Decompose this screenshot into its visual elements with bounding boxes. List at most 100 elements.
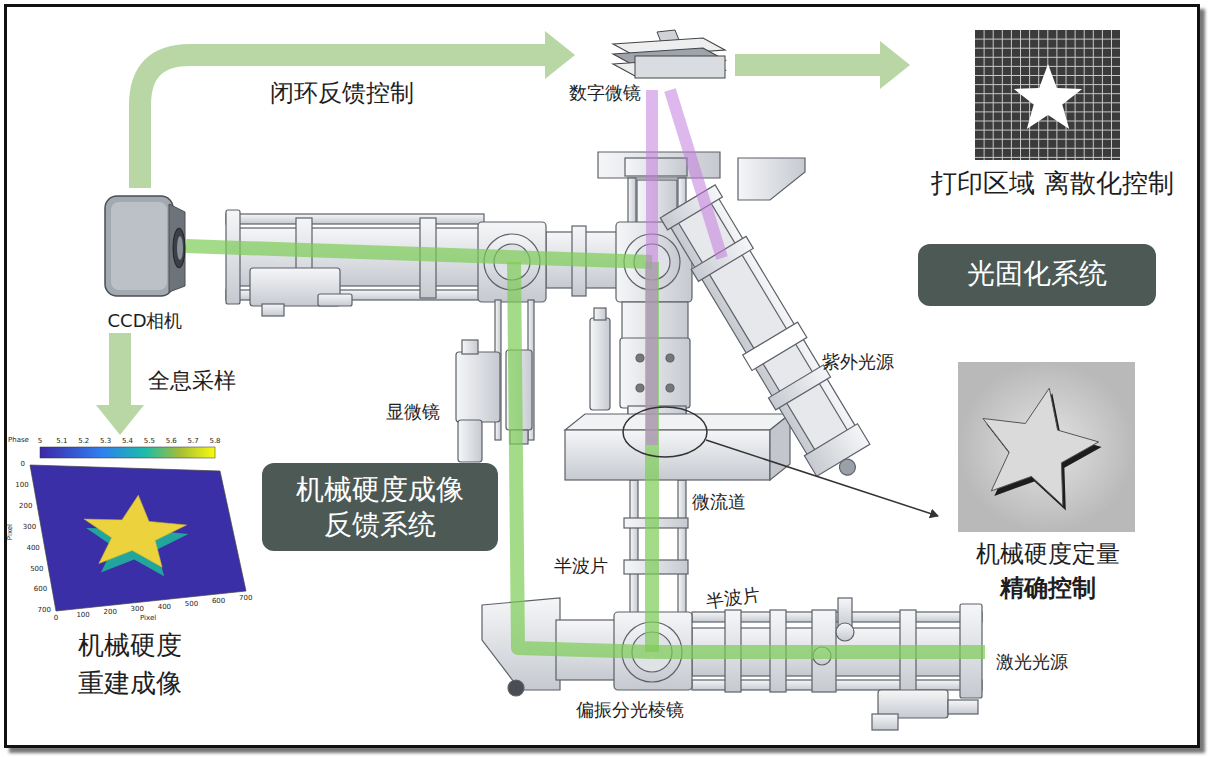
part-label: 紫外光源: [822, 352, 894, 373]
laser-beam: [186, 246, 985, 652]
bottom-rail: [482, 598, 982, 730]
axis-tick: 5.7: [183, 437, 203, 445]
uv-light-source: [674, 196, 856, 464]
digital-micromirror: [575, 28, 735, 88]
node-label: 机械硬度 重建成像: [50, 627, 210, 702]
axis-tick: 400: [154, 603, 174, 611]
microfluidic-chip: [770, 414, 790, 480]
print-area: [1093, 30, 1094, 160]
axis-tick: 5: [30, 437, 50, 445]
vertical-tower: [666, 354, 674, 362]
axis-tick: 0: [3, 460, 25, 468]
axis-tick: 5.4: [118, 437, 138, 445]
axis-tick: 5.2: [74, 437, 94, 445]
flow-arrow: [96, 333, 144, 435]
axis-tick: 5.6: [161, 437, 181, 445]
reconstruction-plot: 机械硬度 重建成像: [10, 435, 250, 700]
flow-arrow: [140, 31, 575, 188]
axis-tick: 0: [46, 614, 66, 622]
axis-tick: 300: [14, 523, 36, 531]
print-area: [975, 30, 1120, 160]
vertical-tower: [678, 480, 686, 615]
part-label: 半波片: [554, 556, 608, 577]
uv-light-source: [743, 322, 807, 370]
uv-beam: [670, 90, 722, 258]
axis-tick: 100: [73, 611, 93, 619]
top-rail: [226, 210, 484, 316]
node-label: 机械硬度定量: [940, 540, 1155, 569]
zoom-callout: [623, 407, 707, 457]
vertical-tower: [738, 158, 805, 200]
ccd-camera: [105, 196, 173, 296]
zoom-callout: [623, 407, 938, 516]
node-label: 精确控制: [940, 574, 1155, 603]
microfluidic-chip: [565, 430, 770, 480]
axis-tick: 300: [127, 605, 147, 613]
part-label: 激光光源: [996, 652, 1068, 673]
uv-light-source: [836, 456, 858, 478]
part-label: 微流道: [692, 492, 746, 513]
print-area: [975, 39, 1120, 40]
ccd-camera: [95, 188, 195, 303]
part-label: 偏振分光棱镜: [576, 700, 684, 721]
axis-tick: Pixel: [140, 614, 156, 622]
uv-light-source: [768, 365, 830, 410]
part-label: 显微镜: [386, 402, 440, 423]
axis-tick: 5.8: [205, 437, 225, 445]
ccd-camera: [173, 228, 185, 268]
print-area: [984, 30, 985, 160]
hardness-photo: [983, 388, 1099, 505]
arrow-shaft: [735, 54, 882, 76]
arrow-shaft: [140, 55, 547, 188]
uv-beam: [646, 90, 658, 445]
vertical-tower: [636, 384, 644, 392]
axis-tick: 5.1: [52, 437, 72, 445]
print-area: [910, 28, 1195, 163]
node-label: 打印区域 离散化控制: [910, 168, 1195, 199]
system-box: 机械硬度成像 反馈系统: [262, 463, 498, 551]
laser-beam: [186, 246, 652, 262]
vertical-tower: [636, 354, 644, 362]
arrow-head: [545, 31, 575, 79]
axis-tick: 700: [236, 594, 256, 602]
microscope: [458, 420, 482, 462]
ccd-camera: CCD相机: [95, 188, 195, 333]
uv-beam: [652, 90, 722, 445]
print-area: [1084, 30, 1085, 160]
print-area: [1014, 64, 1082, 129]
laser-beam: [652, 645, 985, 659]
print-area: [1111, 30, 1112, 160]
hardness-photo: 机械硬度定量精确控制: [940, 360, 1155, 605]
part-label: 半波片: [705, 584, 761, 612]
uv-light-source: [804, 424, 870, 477]
system-box: 光固化系统: [918, 244, 1156, 306]
print-area: [975, 48, 1120, 49]
axis-tick: 5.3: [96, 437, 116, 445]
edge-label: 全息采样: [148, 368, 258, 393]
bottom-rail: [872, 714, 898, 730]
axis-tick: 600: [25, 585, 47, 593]
microscope: [456, 352, 500, 422]
uv-light-source: [664, 187, 867, 473]
reconstruction-plot: [40, 447, 215, 458]
axis-tick: 500: [22, 565, 44, 573]
reconstruction-plot: [84, 495, 186, 567]
node-label: CCD相机: [85, 310, 205, 332]
reconstruction-plot: [30, 465, 246, 611]
ccd-camera: [111, 202, 167, 290]
bottom-rail: [948, 700, 978, 714]
vertical-tower: [630, 480, 638, 615]
hardness-photo: [940, 360, 1155, 535]
top-rail: [262, 304, 284, 316]
arrow-shaft: [109, 333, 131, 407]
axis-tick: 200: [10, 502, 32, 510]
node-label: 数字微镜: [553, 82, 657, 104]
axis-tick: 5.5: [139, 437, 159, 445]
bottom-rail: [508, 680, 524, 696]
print-area: [975, 139, 1120, 140]
print-area: 打印区域 离散化控制: [910, 28, 1195, 210]
microfluidic-chip: [565, 414, 790, 430]
top-rail: [226, 210, 240, 304]
print-area: [1075, 30, 1076, 160]
